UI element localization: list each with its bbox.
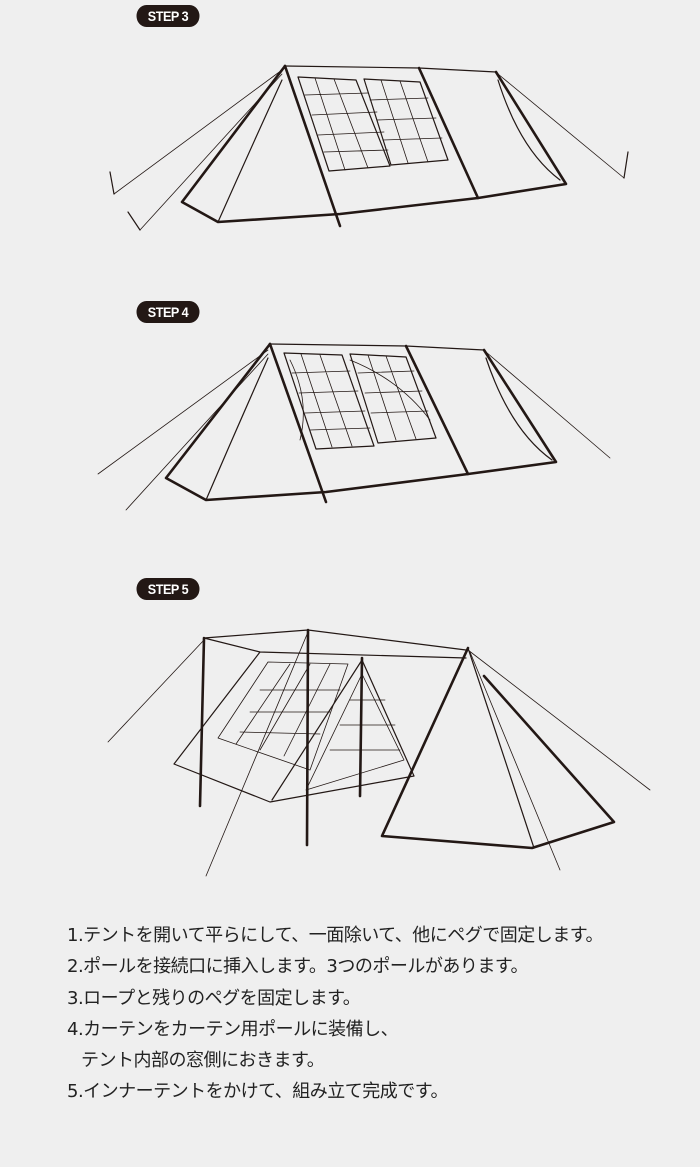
step-4-illustration [97,342,611,511]
instruction-list: 1.テントを開いて平らにして、一面除いて、他にペグで固定します。 2.ポールを接… [67,920,603,1108]
instruction-5: 5.インナーテントをかけて、組み立て完成です。 [67,1081,448,1103]
step-3-illustration [109,64,629,231]
step-5-badge: STEP 5 [136,578,200,600]
step-5-illustration [107,628,651,877]
instruction-2: 2.ポールを接続口に挿入します。3つのポールがあります。 [67,956,529,978]
instruction-1: 1.テントを開いて平らにして、一面除いて、他にペグで固定します。 [67,925,603,946]
instruction-3: 3.ロープと残りのペグを固定します。 [67,987,361,1009]
step-4-badge: STEP 4 [136,301,200,323]
instruction-4-continued: テント内部の窓側におきます。 [81,1050,325,1072]
instruction-4: 4.カーテンをカーテン用ポールに装備し、 [67,1018,399,1040]
step-3-badge: STEP 3 [136,5,200,27]
